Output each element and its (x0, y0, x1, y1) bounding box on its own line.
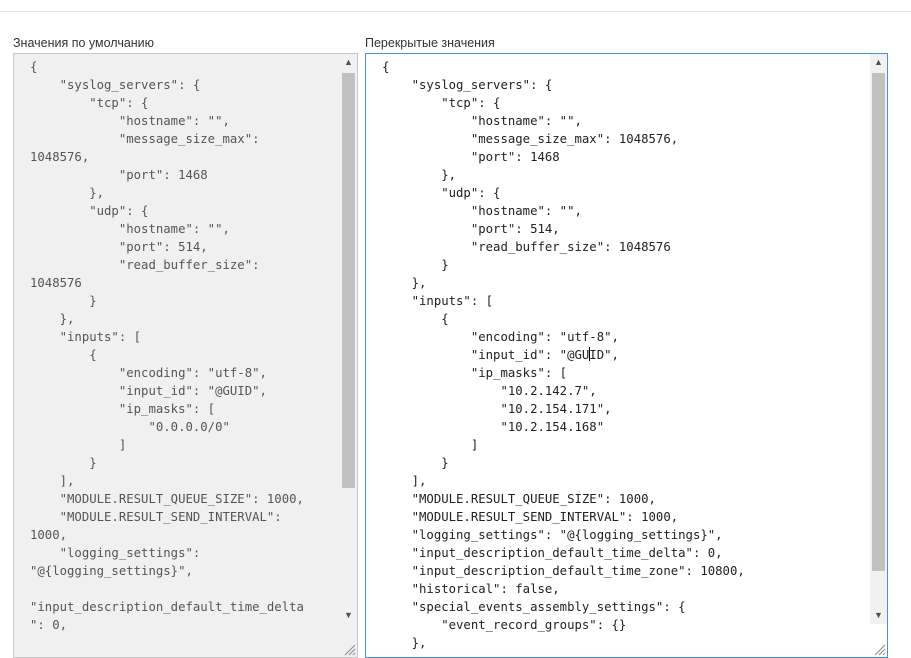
defaults-json-text: { "syslog_servers": { "tcp": { "hostname… (30, 60, 304, 632)
overrides-textarea[interactable]: { "syslog_servers": { "tcp": { "hostname… (365, 53, 888, 658)
triangle-up-icon[interactable]: ▲ (344, 57, 353, 67)
triangle-up-icon[interactable]: ▲ (874, 57, 883, 67)
overrides-json-text: { "syslog_servers": { "tcp": { "hostname… (382, 60, 745, 650)
defaults-scrollbar[interactable]: ▲ ▼ (340, 54, 357, 624)
scroll-thumb[interactable] (872, 73, 885, 571)
text-cursor (589, 347, 591, 361)
defaults-textarea[interactable]: { "syslog_servers": { "tcp": { "hostname… (13, 53, 358, 658)
triangle-down-icon[interactable]: ▼ (874, 610, 883, 620)
overrides-scrollbar[interactable]: ▲ ▼ (870, 54, 887, 624)
triangle-down-icon[interactable]: ▼ (344, 610, 353, 620)
top-divider (0, 11, 911, 12)
overrides-label: Перекрытые значения (365, 36, 495, 50)
defaults-label: Значения по умолчанию (13, 36, 155, 50)
scroll-thumb[interactable] (342, 73, 355, 488)
resize-grip-icon[interactable] (870, 640, 887, 657)
resize-grip-icon[interactable] (340, 640, 357, 657)
